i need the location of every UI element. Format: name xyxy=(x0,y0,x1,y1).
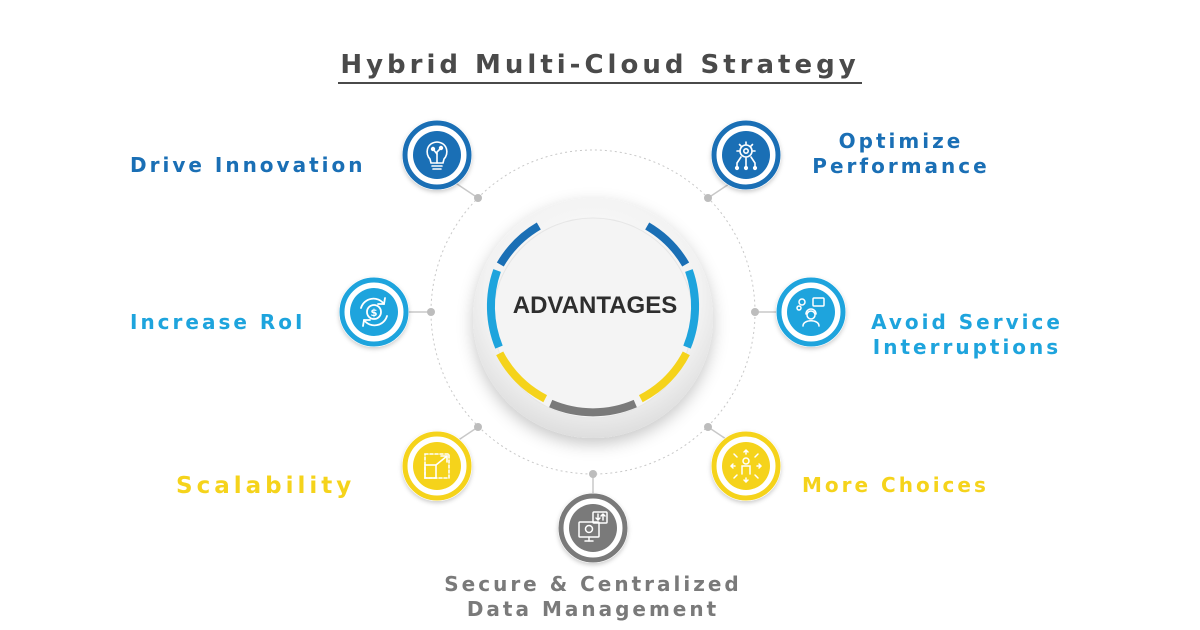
label-line: Avoid Service xyxy=(871,310,1063,334)
title-text: Hybrid Multi-Cloud Strategy xyxy=(338,50,862,84)
label-drive-innovation: Drive Innovation xyxy=(130,153,365,178)
person-arrows-icon xyxy=(711,431,781,501)
resize-arrow-icon xyxy=(402,431,472,501)
svg-text:$: $ xyxy=(371,308,378,319)
dollar-cycle-icon: $ xyxy=(339,277,409,347)
arc-dark-blue-left xyxy=(496,222,541,267)
progress-arcs xyxy=(486,222,700,417)
gear-circuit-icon xyxy=(711,120,781,190)
label-line: Secure & Centralized xyxy=(444,572,742,596)
label-line: Optimize xyxy=(838,129,964,153)
label-line: Increase RoI xyxy=(130,310,306,334)
arc-dark-blue-right xyxy=(645,222,690,267)
label-more-choices: More Choices xyxy=(802,473,989,498)
support-agent-icon xyxy=(776,277,846,347)
arc-yellow-left xyxy=(496,351,548,403)
connector-nodes xyxy=(427,194,759,478)
arc-gray-bottom xyxy=(549,399,637,417)
label-secure-data-management: Secure & Centralized Data Management xyxy=(430,572,756,622)
label-increase-roi: Increase RoI xyxy=(130,310,305,335)
arc-light-blue-right xyxy=(683,269,700,349)
label-line: Data Management xyxy=(466,597,720,621)
label-line: Interruptions xyxy=(872,335,1062,359)
label-avoid-service-interruptions: Avoid Service Interruptions xyxy=(862,310,1072,360)
page-title: Hybrid Multi-Cloud Strategy xyxy=(0,50,1200,84)
label-line: Scalability xyxy=(176,473,356,499)
monitor-data-icon xyxy=(558,493,628,563)
arc-yellow-right xyxy=(638,351,690,403)
label-line: More Choices xyxy=(802,473,989,497)
arc-light-blue-left xyxy=(486,269,503,349)
label-line: Performance xyxy=(812,154,990,178)
lightbulb-circuit-icon xyxy=(402,120,472,190)
center-label: ADVANTAGES xyxy=(512,292,678,319)
label-optimize-performance: Optimize Performance xyxy=(806,129,996,179)
label-line: Drive Innovation xyxy=(130,153,366,177)
label-scalability: Scalability xyxy=(176,474,355,499)
